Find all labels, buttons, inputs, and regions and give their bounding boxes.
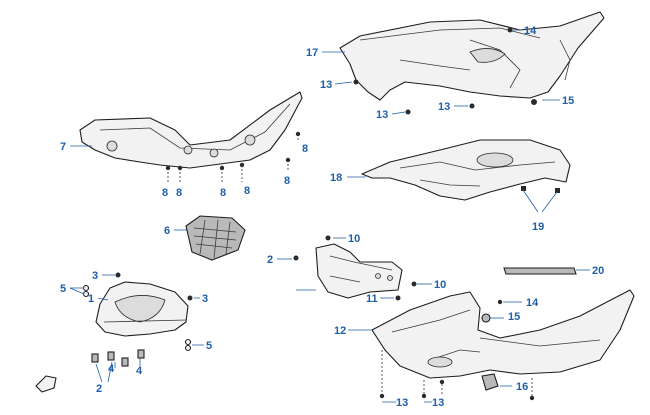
screws-13-upper — [353, 27, 537, 115]
callout-8: 8 — [284, 175, 290, 187]
callout-20: 20 — [592, 265, 604, 277]
callout-13: 13 — [376, 109, 388, 121]
callout-15: 15 — [562, 95, 574, 107]
callout-8: 8 — [176, 187, 182, 199]
callout-8: 8 — [244, 185, 250, 197]
callout-4: 4 — [108, 363, 115, 375]
callout-14: 14 — [526, 297, 539, 309]
part-18-middle-cover — [361, 139, 571, 201]
callout-8: 8 — [302, 143, 308, 155]
clips-19 — [521, 186, 560, 193]
callout-2: 2 — [267, 254, 273, 266]
callout-2: 2 — [96, 383, 102, 395]
callout-6: 6 — [164, 225, 170, 237]
callout-8: 8 — [220, 187, 226, 199]
callout-13: 13 — [438, 101, 450, 113]
callout-10: 10 — [434, 279, 446, 291]
callout-5: 5 — [206, 340, 212, 352]
part-12-floor-panel — [371, 289, 635, 379]
callout-13: 13 — [396, 397, 408, 409]
fasteners-13-14-15-16 — [379, 299, 535, 401]
callout-4: 4 — [136, 365, 143, 377]
callout-10: 10 — [348, 233, 360, 245]
leader-lines — [69, 29, 590, 403]
callout-3: 3 — [202, 293, 208, 305]
callout-19: 19 — [532, 221, 544, 233]
callout-16: 16 — [516, 381, 528, 393]
part-20-strip — [503, 267, 577, 275]
callout-13: 13 — [320, 79, 332, 91]
callout-5: 5 — [60, 283, 66, 295]
callout-18: 18 — [330, 172, 342, 184]
part-17-upper-cover — [339, 11, 605, 101]
part-1-inner-cover — [95, 281, 189, 337]
callout-14: 14 — [524, 25, 537, 37]
callout-3: 3 — [92, 270, 98, 282]
callout-7: 7 — [60, 141, 66, 153]
callout-13: 13 — [432, 397, 444, 409]
screws-10-11 — [293, 235, 417, 301]
part-9-bracket — [315, 243, 403, 299]
small-icon-part — [35, 375, 57, 393]
callout-8: 8 — [162, 187, 168, 199]
part-6-vent-grille — [185, 215, 246, 261]
callout-11: 11 — [366, 293, 378, 305]
callouts: 17 14 13 13 13 15 7 8 8 8 8 8 8 18 19 6 … — [60, 25, 604, 409]
callout-15: 15 — [508, 311, 520, 323]
callout-12: 12 — [334, 325, 346, 337]
callout-1: 1 — [88, 293, 94, 305]
callout-17: 17 — [306, 47, 318, 59]
part-7-side-cover — [79, 91, 303, 169]
